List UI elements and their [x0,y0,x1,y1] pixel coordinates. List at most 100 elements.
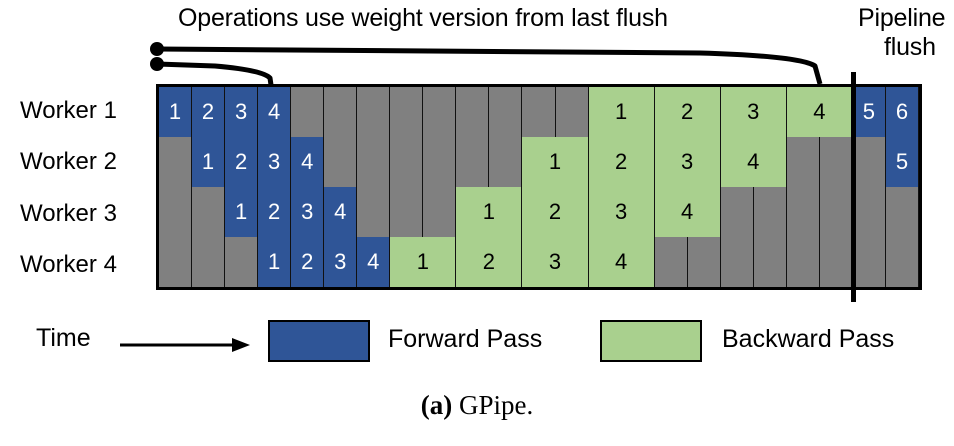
cell-backward-1-w3: 1 [456,187,523,237]
row-label-worker-3: Worker 3 [20,200,117,227]
arrow-origin-dot-lower [150,57,164,71]
cell-idle-w1 [489,87,523,137]
cell-forward-3-w3: 3 [291,187,325,237]
cell-idle-w4 [819,237,853,287]
cell-idle-w2 [786,137,820,187]
cell-idle-w3 [753,187,787,237]
cell-forward-1-w3: 1 [225,187,259,237]
annotation-pipeline-flush-line2: flush [884,33,936,61]
cell-forward-2-w3: 2 [258,187,292,237]
cell-idle-w3 [159,187,193,237]
row-label-worker-4: Worker 4 [20,251,117,278]
cell-idle-w2 [357,137,391,187]
figure-caption: (a) GPipe. [0,390,954,421]
cell-backward-3-w3: 3 [588,187,655,237]
cell-forward-3-w1: 3 [225,87,259,137]
cell-idle-w4 [753,237,787,287]
cell-idle-w3 [852,187,886,237]
cell-forward-3-w4: 3 [324,237,358,287]
cell-backward-1-w1: 1 [588,87,655,137]
arrow-origin-dot-upper [150,42,164,56]
cell-forward-2-w1: 2 [192,87,226,137]
cell-idle-w2 [852,137,886,187]
cell-idle-w4 [720,237,754,287]
cell-forward-1-w1: 1 [159,87,193,137]
cell-forward-3-w2: 3 [258,137,292,187]
cell-forward-4-w4: 4 [357,237,391,287]
cell-backward-3-w1: 3 [720,87,787,137]
cell-idle-w1 [522,87,556,137]
cell-forward-1-w4: 1 [258,237,292,287]
cell-backward-4-w3: 4 [654,187,721,237]
cell-forward-4-w3: 4 [324,187,358,237]
legend-swatch-backward-pass [600,320,702,362]
cell-idle-w2 [423,137,457,187]
cell-backward-1-w4: 1 [390,237,457,287]
cell-idle-w4 [225,237,259,287]
cell-idle-w2 [324,137,358,187]
cell-idle-w2 [159,137,193,187]
cell-idle-w3 [357,187,391,237]
cell-idle-w1 [555,87,589,137]
cell-idle-w1 [456,87,490,137]
legend-label-forward-pass: Forward Pass [388,325,543,353]
legend-label-backward-pass: Backward Pass [722,325,895,353]
cell-forward-1-w2: 1 [192,137,226,187]
cell-idle-w1 [357,87,391,137]
cell-backward-4-w1: 4 [786,87,853,137]
arrow-to-last-backward-pass [156,46,823,85]
cell-idle-w1 [390,87,424,137]
cell-backward-4-w4: 4 [588,237,655,287]
cell-idle-w3 [390,187,424,237]
cell-idle-w2 [456,137,490,187]
cell-forward-4-w2: 4 [291,137,325,187]
cell-backward-3-w4: 3 [522,237,589,287]
cell-idle-w2 [489,137,523,187]
cell-backward-3-w2: 3 [654,137,721,187]
cell-idle-w1 [423,87,457,137]
row-label-worker-2: Worker 2 [20,148,117,175]
legend-swatch-forward-pass [268,320,370,362]
cell-backward-2-w4: 2 [456,237,523,287]
cell-forward-2-w2: 2 [225,137,259,187]
cell-forward-2-w4: 2 [291,237,325,287]
cell-idle-w3 [819,187,853,237]
cell-backward-2-w3: 2 [522,187,589,237]
cell-idle-w4 [885,237,919,287]
cell-backward-2-w1: 2 [654,87,721,137]
cell-forward-6-w1: 6 [885,87,919,137]
row-label-worker-1: Worker 1 [20,97,117,124]
caption-text: GPipe. [458,390,534,420]
cell-idle-w3 [786,187,820,237]
annotation-pipeline-flush-line1: Pipeline [858,4,946,32]
cell-idle-w4 [786,237,820,287]
cell-idle-w2 [819,137,853,187]
annotation-weight-version-note: Operations use weight version from last … [178,4,668,32]
cell-backward-4-w2: 4 [720,137,787,187]
cell-idle-w4 [852,237,886,287]
pipeline-flush-marker [850,72,856,302]
cell-idle-w2 [390,137,424,187]
cell-idle-w3 [192,187,226,237]
time-axis-label: Time [36,324,91,352]
cell-idle-w4 [192,237,226,287]
cell-idle-w3 [423,187,457,237]
right-arrow-icon [120,338,250,352]
cell-idle-w4 [159,237,193,287]
cell-backward-2-w2: 2 [588,137,655,187]
cell-idle-w4 [687,237,721,287]
cell-idle-w4 [654,237,688,287]
cell-forward-5-w2: 5 [885,137,919,187]
cell-idle-w3 [885,187,919,237]
cell-backward-1-w2: 1 [522,137,589,187]
caption-index: (a) [420,390,453,420]
cell-idle-w1 [291,87,325,137]
cell-forward-5-w1: 5 [852,87,886,137]
cell-idle-w3 [720,187,754,237]
